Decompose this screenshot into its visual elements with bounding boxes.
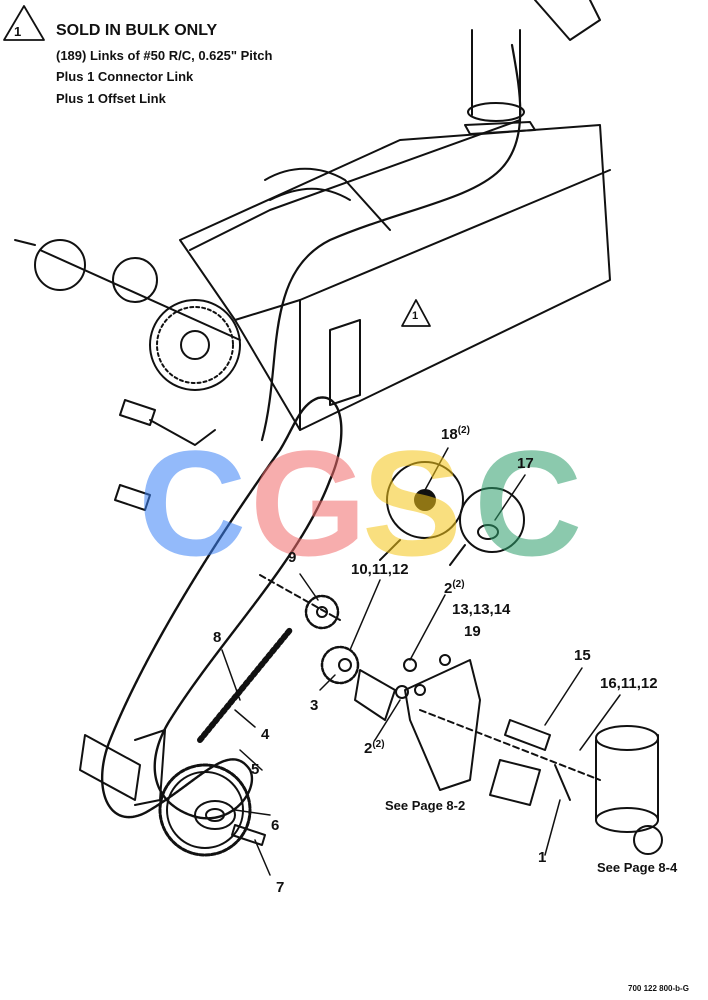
detail-views bbox=[379, 461, 525, 566]
callout-4: 4 bbox=[261, 726, 270, 743]
callout-3: 3 bbox=[310, 697, 319, 714]
callout-9: 9 bbox=[288, 549, 297, 566]
note-triangle-icon bbox=[3, 5, 45, 41]
callout-17: 17 bbox=[517, 455, 534, 472]
callout-19: 19 bbox=[464, 623, 481, 640]
idler-sprocket bbox=[259, 574, 341, 630]
chain-section bbox=[197, 627, 293, 743]
watermark-letter-3: S bbox=[362, 419, 463, 587]
drive-sprocket bbox=[320, 645, 360, 685]
callout-15: 15 bbox=[574, 647, 591, 664]
see-page-8-4-link[interactable]: See Page 8-4 bbox=[597, 860, 678, 875]
leader-lines bbox=[221, 447, 621, 876]
callout-16-11-12: 16,11,12 bbox=[600, 675, 658, 692]
frame-housing bbox=[179, 119, 611, 431]
callout-13-13-14: 13,13,14 bbox=[452, 601, 511, 618]
note-symbol: 1 bbox=[14, 24, 22, 39]
callout-18: 18(2) bbox=[441, 425, 470, 443]
control-cable bbox=[260, 43, 522, 442]
note-line-1: (189) Links of #50 R/C, 0.625" Pitch bbox=[56, 48, 273, 63]
washers bbox=[395, 654, 451, 699]
upright-post bbox=[464, 0, 601, 135]
large-sprocket bbox=[158, 763, 252, 857]
callout-2-lower: 2(2) bbox=[364, 739, 385, 757]
watermark-letter-1: C bbox=[138, 419, 247, 587]
mounting-bracket bbox=[354, 659, 481, 791]
callout-8: 8 bbox=[213, 629, 222, 646]
callout-2-upper: 2(2) bbox=[444, 579, 465, 597]
callout-5: 5 bbox=[251, 761, 260, 778]
see-page-8-2-link[interactable]: See Page 8-2 bbox=[385, 798, 466, 813]
left-bracket bbox=[79, 729, 166, 806]
warning-triangle-icon bbox=[401, 299, 431, 327]
note-line-3: Plus 1 Offset Link bbox=[56, 91, 166, 106]
note-line-2: Plus 1 Connector Link bbox=[56, 69, 194, 84]
drive-chain bbox=[101, 396, 343, 820]
watermark-letter-2: G bbox=[250, 419, 367, 587]
drive-key bbox=[231, 824, 266, 846]
watermark-letter-4: C bbox=[474, 419, 583, 587]
callout-6: 6 bbox=[271, 817, 280, 834]
warning-symbol-number: 1 bbox=[412, 310, 419, 322]
motor-assembly bbox=[419, 709, 663, 855]
callout-10-11-12: 10,11,12 bbox=[351, 561, 409, 578]
left-gear-assembly bbox=[14, 239, 241, 511]
callout-1: 1 bbox=[538, 849, 547, 866]
note-heading: SOLD IN BULK ONLY bbox=[56, 22, 218, 39]
callout-7: 7 bbox=[276, 879, 285, 896]
drawing-code: 700 122 800-b-G bbox=[628, 984, 689, 993]
